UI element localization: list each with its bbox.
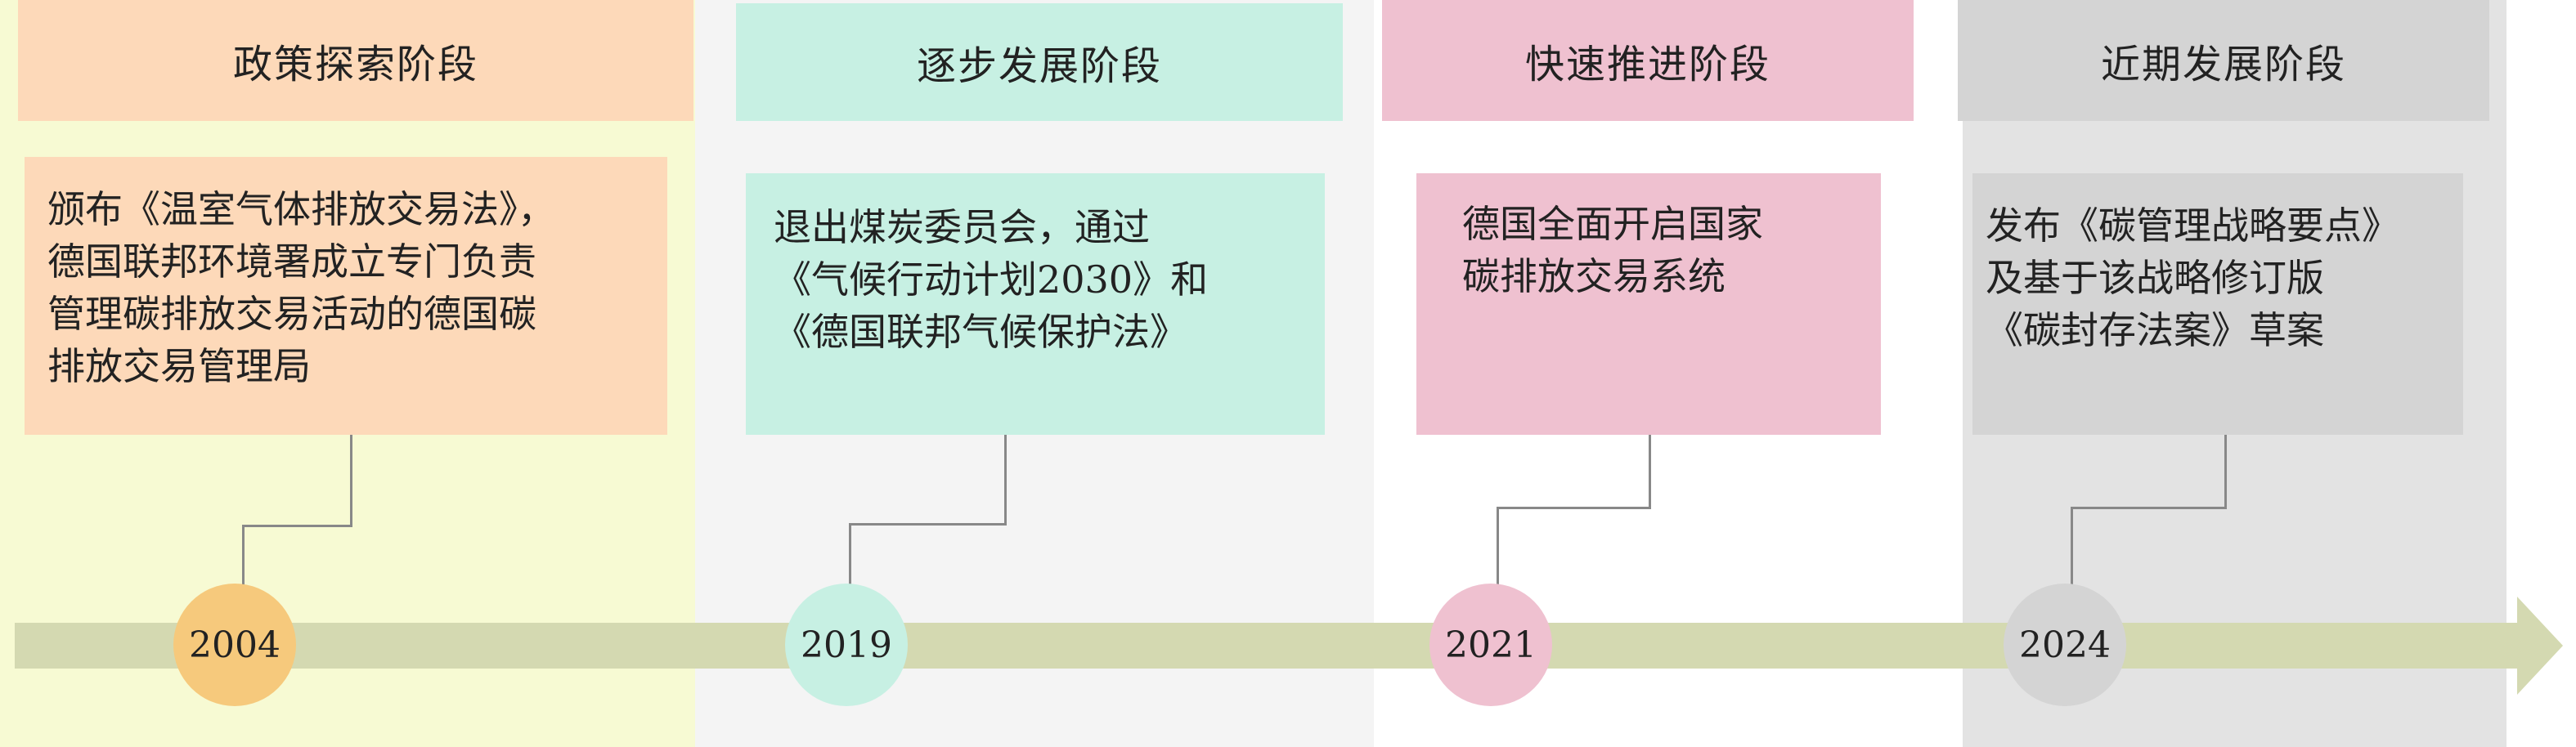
stage-header-1: 政策探索阶段 xyxy=(18,0,693,121)
event-text-line: 《气候行动计划2030》和 xyxy=(774,257,1209,302)
connector-2019 xyxy=(849,523,851,597)
event-text-line: 及基于该战略修订版 xyxy=(1986,256,2324,300)
event-box-2019: 退出煤炭委员会，通过 《气候行动计划2030》和 《德国联邦气候保护法》 xyxy=(746,173,1325,435)
event-text-line: 《碳封存法案》草案 xyxy=(1986,308,2324,352)
event-text-line: 德国全面开启国家 xyxy=(1462,202,1763,246)
stage-header-3: 快速推进阶段 xyxy=(1382,0,1914,121)
stage-header-4: 近期发展阶段 xyxy=(1958,0,2489,121)
event-box-2004: 颁布《温室气体排放交易法》， 德国联邦环境署成立专门负责 管理碳排放交易活动的德… xyxy=(25,157,667,435)
stage-header-2: 逐步发展阶段 xyxy=(736,3,1343,121)
connector-2024 xyxy=(2224,435,2227,508)
event-text-line: 退出煤炭委员会，通过 xyxy=(774,205,1150,249)
event-text-line: 颁布《温室气体排放交易法》， xyxy=(47,187,555,231)
event-text-line: 发布《碳管理战略要点》 xyxy=(1986,204,2399,248)
year-dot-2019: 2019 xyxy=(785,584,908,706)
connector-2024 xyxy=(2071,507,2073,597)
event-text-line: 德国联邦环境署成立专门负责 xyxy=(47,239,536,284)
event-text-line: 管理碳排放交易活动的德国碳 xyxy=(47,292,536,336)
connector-2021 xyxy=(1497,507,1499,597)
connector-2019 xyxy=(849,523,1007,526)
year-dot-2021: 2021 xyxy=(1429,584,1552,706)
connector-2004 xyxy=(242,525,245,597)
connector-2019 xyxy=(1004,435,1007,525)
event-box-2024: 发布《碳管理战略要点》 及基于该战略修订版 《碳封存法案》草案 xyxy=(1972,173,2463,435)
event-text-line: 排放交易管理局 xyxy=(47,344,311,388)
year-dot-2004: 2004 xyxy=(173,584,296,706)
connector-2004 xyxy=(242,525,352,527)
year-dot-2024: 2024 xyxy=(2004,584,2126,706)
timeline-arrow-shape xyxy=(15,597,2563,695)
connector-2004 xyxy=(350,435,352,526)
connector-2021 xyxy=(1649,435,1651,508)
event-text-line: 碳排放交易系统 xyxy=(1462,254,1726,298)
connector-2021 xyxy=(1497,507,1651,509)
event-text-line: 《德国联邦气候保护法》 xyxy=(774,310,1187,354)
event-box-2021: 德国全面开启国家 碳排放交易系统 xyxy=(1416,173,1881,435)
connector-2024 xyxy=(2071,507,2227,509)
